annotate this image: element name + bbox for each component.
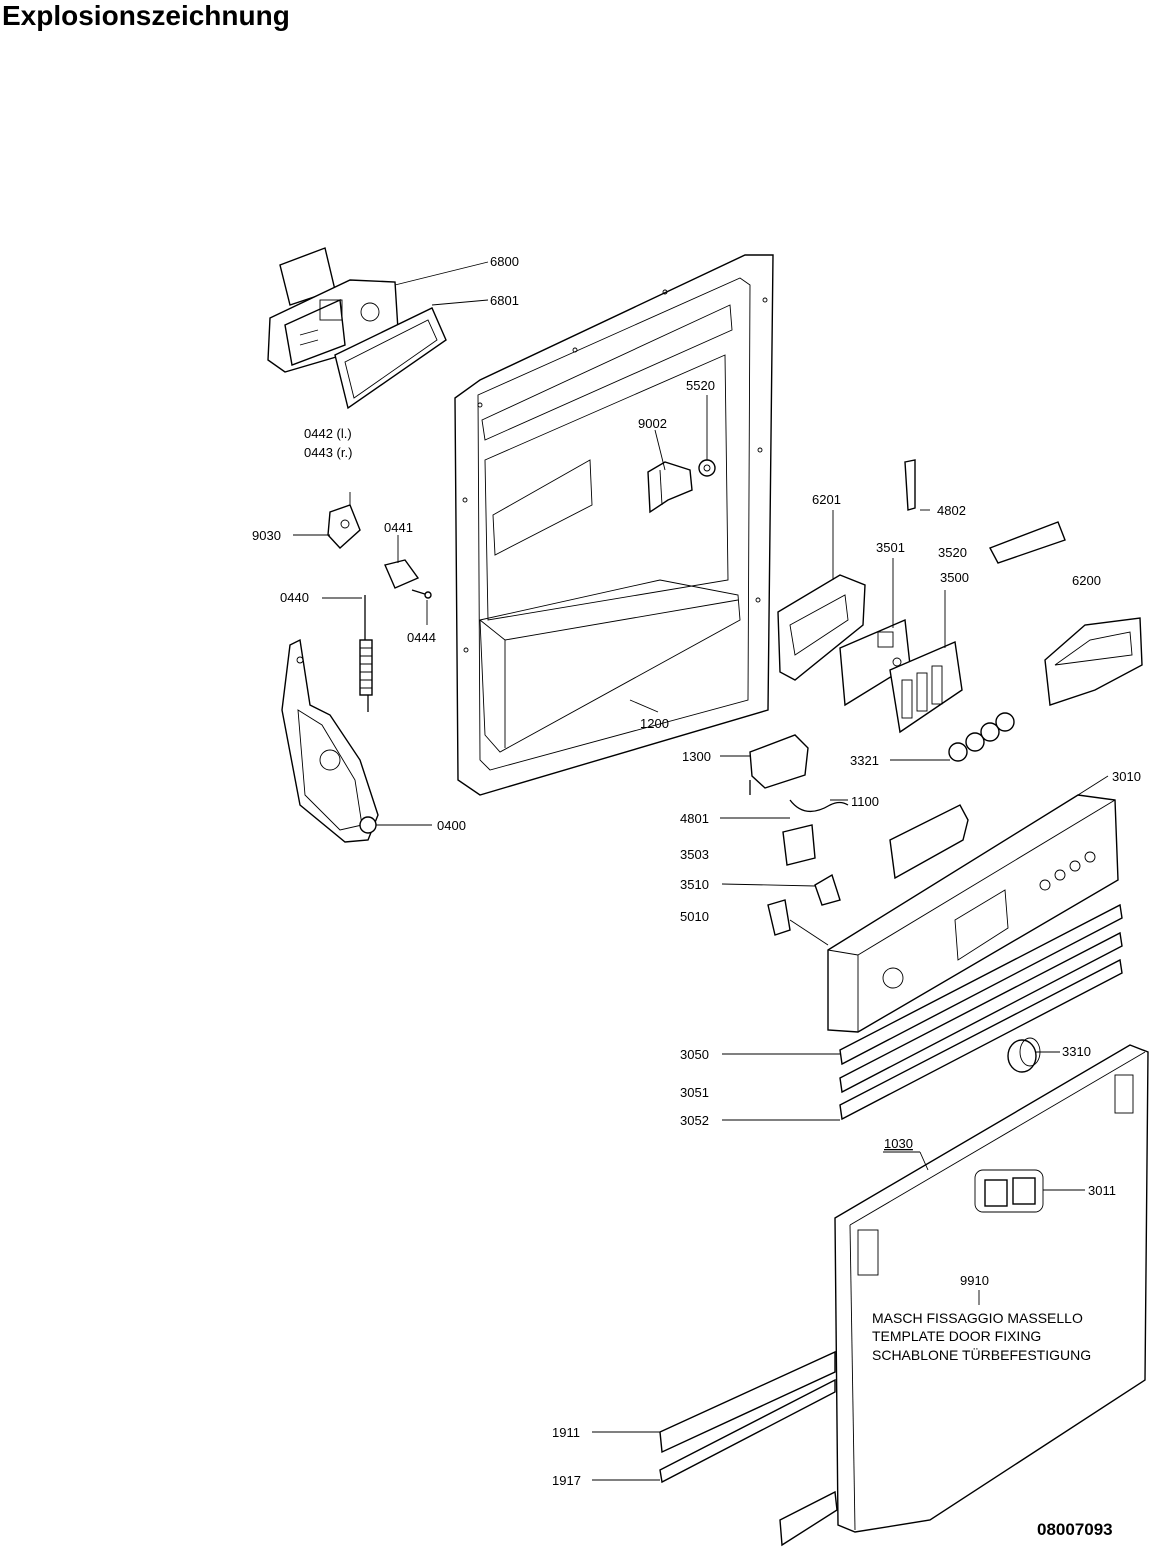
callout-0400: 0400 — [437, 818, 466, 833]
callout-0442: 0442 (l.) — [304, 426, 352, 441]
knob-3310 — [1007, 1037, 1041, 1073]
callout-1030: 1030 — [884, 1136, 913, 1151]
callout-3510: 3510 — [680, 877, 709, 892]
template-note-line-3: SCHABLONE TÜRBEFESTIGUNG — [872, 1346, 1091, 1363]
callout-0440: 0440 — [280, 590, 309, 605]
callout-1300: 1300 — [682, 749, 711, 764]
outer-door-1030 — [834, 1044, 1149, 1533]
callout-0441: 0441 — [384, 520, 413, 535]
part-4802 — [904, 459, 916, 511]
callout-3051: 3051 — [680, 1085, 709, 1100]
callout-3520: 3520 — [938, 545, 967, 560]
callout-9030: 9030 — [252, 528, 281, 543]
callout-3310: 3310 — [1062, 1044, 1091, 1059]
door-handle — [889, 804, 969, 880]
document-number: 08007093 — [1037, 1520, 1113, 1539]
template-note: MASCH FISSAGGIO MASSELLO TEMPLATE DOOR F… — [872, 1310, 1091, 1363]
foam-strip — [779, 1490, 838, 1547]
spring-0440 — [359, 595, 373, 712]
callout-3010: 3010 — [1112, 769, 1141, 784]
callout-labels: 6800 6801 5520 9002 0442 (l.) 0443 (r.) … — [252, 254, 1141, 1488]
part-5520 — [698, 459, 716, 477]
callout-3050: 3050 — [680, 1047, 709, 1062]
callout-6201: 6201 — [812, 492, 841, 507]
callout-1911: 1911 — [552, 1425, 580, 1440]
strips-3050-3052 — [839, 903, 1123, 1121]
hinge-0400 — [281, 638, 379, 843]
callout-3501: 3501 — [876, 540, 905, 555]
clip-0441 — [384, 559, 420, 589]
callout-3052: 3052 — [680, 1113, 709, 1128]
callout-9910: 9910 — [960, 1273, 989, 1288]
callout-5520: 5520 — [686, 378, 715, 393]
callout-6801: 6801 — [490, 293, 519, 308]
trim-1911 — [659, 1350, 836, 1454]
part-3503 — [782, 824, 816, 866]
callout-3321: 3321 — [850, 753, 879, 768]
part-5010 — [767, 899, 791, 936]
switch-1300 — [749, 734, 809, 795]
callout-5010: 5010 — [680, 909, 709, 924]
callout-3503: 3503 — [680, 847, 709, 862]
callout-3500: 3500 — [940, 570, 969, 585]
callout-4802: 4802 — [937, 503, 966, 518]
trim-1917 — [659, 1378, 836, 1484]
module-6200 — [1044, 617, 1143, 706]
template-note-line-1: MASCH FISSAGGIO MASSELLO — [872, 1310, 1083, 1326]
inner-door-frame — [454, 254, 774, 796]
button-holder-3500 — [889, 640, 963, 734]
callout-1917: 1917 — [552, 1473, 581, 1488]
callout-4801: 4801 — [680, 811, 709, 826]
callout-6200: 6200 — [1072, 573, 1101, 588]
callout-1200: 1200 — [640, 716, 669, 731]
buttons-3321 — [948, 712, 1015, 762]
control-housing-6201 — [777, 574, 866, 681]
part-3510 — [814, 873, 841, 906]
dispenser-gasket — [334, 307, 447, 410]
callout-0443: 0443 (r.) — [304, 445, 352, 460]
bracket-9002 — [647, 461, 693, 514]
cable-1100 — [789, 799, 849, 812]
hinge-bracket-9030 — [327, 504, 361, 549]
labels-3011 — [974, 1169, 1044, 1213]
callout-6800: 6800 — [490, 254, 519, 269]
leader-lines — [293, 261, 1109, 1481]
part-3520 — [989, 521, 1066, 564]
screw-0444 — [411, 589, 432, 599]
callout-0444: 0444 — [407, 630, 436, 645]
callout-3011: 3011 — [1088, 1183, 1116, 1198]
callout-9002: 9002 — [638, 416, 667, 431]
template-note-line-2: TEMPLATE DOOR FIXING — [872, 1328, 1041, 1344]
dispenser-unit — [267, 247, 399, 373]
page-title: Explosionszeichnung — [2, 0, 290, 31]
callout-1100: 1100 — [851, 794, 879, 809]
